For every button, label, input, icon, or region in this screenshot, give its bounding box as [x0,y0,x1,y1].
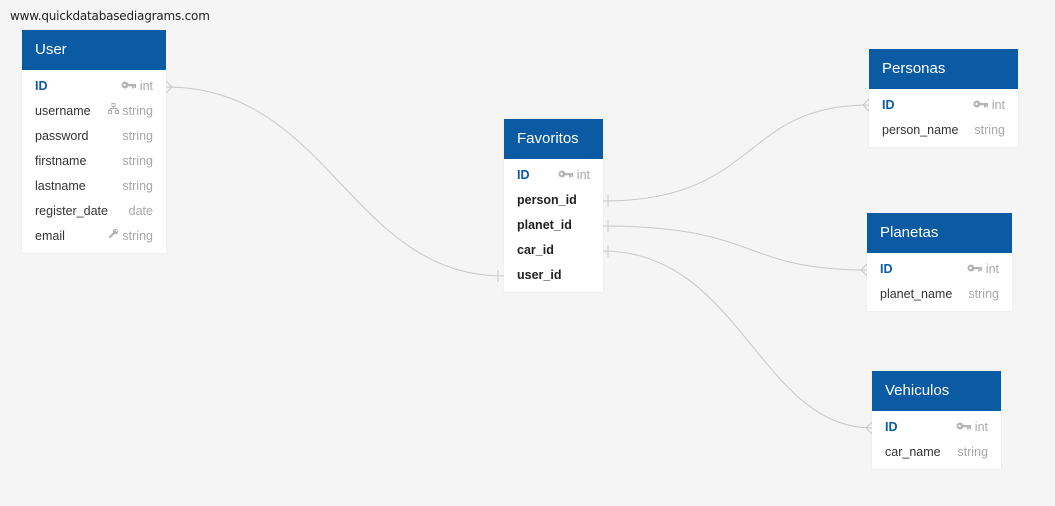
field-name: firstname [35,154,87,168]
field-name: ID [517,168,530,182]
field-type: string [974,123,1005,137]
type-label: int [576,168,590,182]
crowfoot-user [165,80,173,94]
table-personas-fields: ID int person_name string [869,93,1018,147]
table-planetas-header[interactable]: Planetas [867,213,1012,253]
field-name: ID [885,420,898,434]
field-name: car_name [885,445,941,459]
field-type: string [122,129,153,143]
table-user[interactable]: User ID int username string password str… [22,30,166,253]
type-label: string [122,229,153,243]
field-row[interactable]: ID int [867,257,1012,282]
table-personas-header[interactable]: Personas [869,49,1018,89]
field-name: planet_id [517,218,572,232]
table-vehiculos-fields: ID int car_name string [872,415,1001,469]
field-type: date [128,204,153,218]
field-name: car_id [517,243,554,257]
table-personas[interactable]: Personas ID int person_name string [869,49,1018,147]
field-row[interactable]: ID int [869,93,1018,118]
field-name: person_name [882,123,959,137]
field-row[interactable]: planet_id [504,213,603,238]
field-row[interactable]: register_date date [22,199,166,224]
field-row[interactable]: user_id [504,263,603,288]
field-row[interactable]: car_name string [872,440,1001,465]
field-name: user_id [517,268,562,282]
field-type: int [956,415,988,440]
hierarchy-icon [108,98,120,123]
field-name: planet_name [880,287,953,301]
table-favoritos-fields: ID int person_id planet_id car_id user_i… [504,163,603,292]
table-planetas[interactable]: Planetas ID int planet_name string [867,213,1012,311]
field-type: string [108,99,153,124]
field-row[interactable]: firstname string [22,149,166,174]
type-label: int [974,420,988,434]
field-name: password [35,129,89,143]
field-name: ID [882,98,895,112]
field-row[interactable]: person_id [504,188,603,213]
field-row[interactable]: person_name string [869,118,1018,143]
table-vehiculos-header[interactable]: Vehiculos [872,371,1001,411]
key-icon [956,414,972,439]
watermark: www.quickdatabasediagrams.com [10,9,210,23]
connector-favoritos-personas [602,104,870,202]
field-name: email [35,229,65,243]
field-row[interactable]: ID int [504,163,603,188]
key-icon [967,256,983,281]
connector-favoritos-planetas [602,225,868,271]
connector-user-favoritos [165,86,505,277]
crowfoot-planetas [860,263,868,277]
table-favoritos-header[interactable]: Favoritos [504,119,603,159]
field-row[interactable]: lastname string [22,174,166,199]
field-type: string [122,179,153,193]
wrench-icon [108,223,119,248]
key-icon [973,92,989,117]
table-vehiculos[interactable]: Vehiculos ID int car_name string [872,371,1001,469]
field-name: person_id [517,193,577,207]
field-row[interactable]: planet_name string [867,282,1012,307]
field-name: ID [880,262,893,276]
key-icon [558,162,574,187]
type-label: string [122,104,153,118]
crowfoot-personas [862,98,870,112]
field-row[interactable]: ID int [22,74,166,99]
table-planetas-fields: ID int planet_name string [867,257,1012,311]
field-name: register_date [35,204,108,218]
field-name: username [35,104,91,118]
type-label: int [139,79,153,93]
table-favoritos[interactable]: Favoritos ID int person_id planet_id car… [504,119,603,292]
field-type: int [121,74,153,99]
type-label: int [991,98,1005,112]
field-type: string [122,154,153,168]
field-name: ID [35,79,48,93]
connector-favoritos-vehiculos [602,250,873,429]
field-type: int [967,257,999,282]
field-row[interactable]: email string [22,224,166,249]
field-type: int [973,93,1005,118]
field-type: int [558,163,590,188]
table-user-fields: ID int username string password string f… [22,74,166,253]
field-row[interactable]: password string [22,124,166,149]
field-row[interactable]: ID int [872,415,1001,440]
field-type: string [108,224,153,249]
crowfoot-vehiculos [865,421,873,435]
field-name: lastname [35,179,86,193]
key-icon [121,73,137,98]
type-label: int [985,262,999,276]
field-row[interactable]: car_id [504,238,603,263]
table-user-header[interactable]: User [22,30,166,70]
field-type: string [957,445,988,459]
field-row[interactable]: username string [22,99,166,124]
field-type: string [968,287,999,301]
